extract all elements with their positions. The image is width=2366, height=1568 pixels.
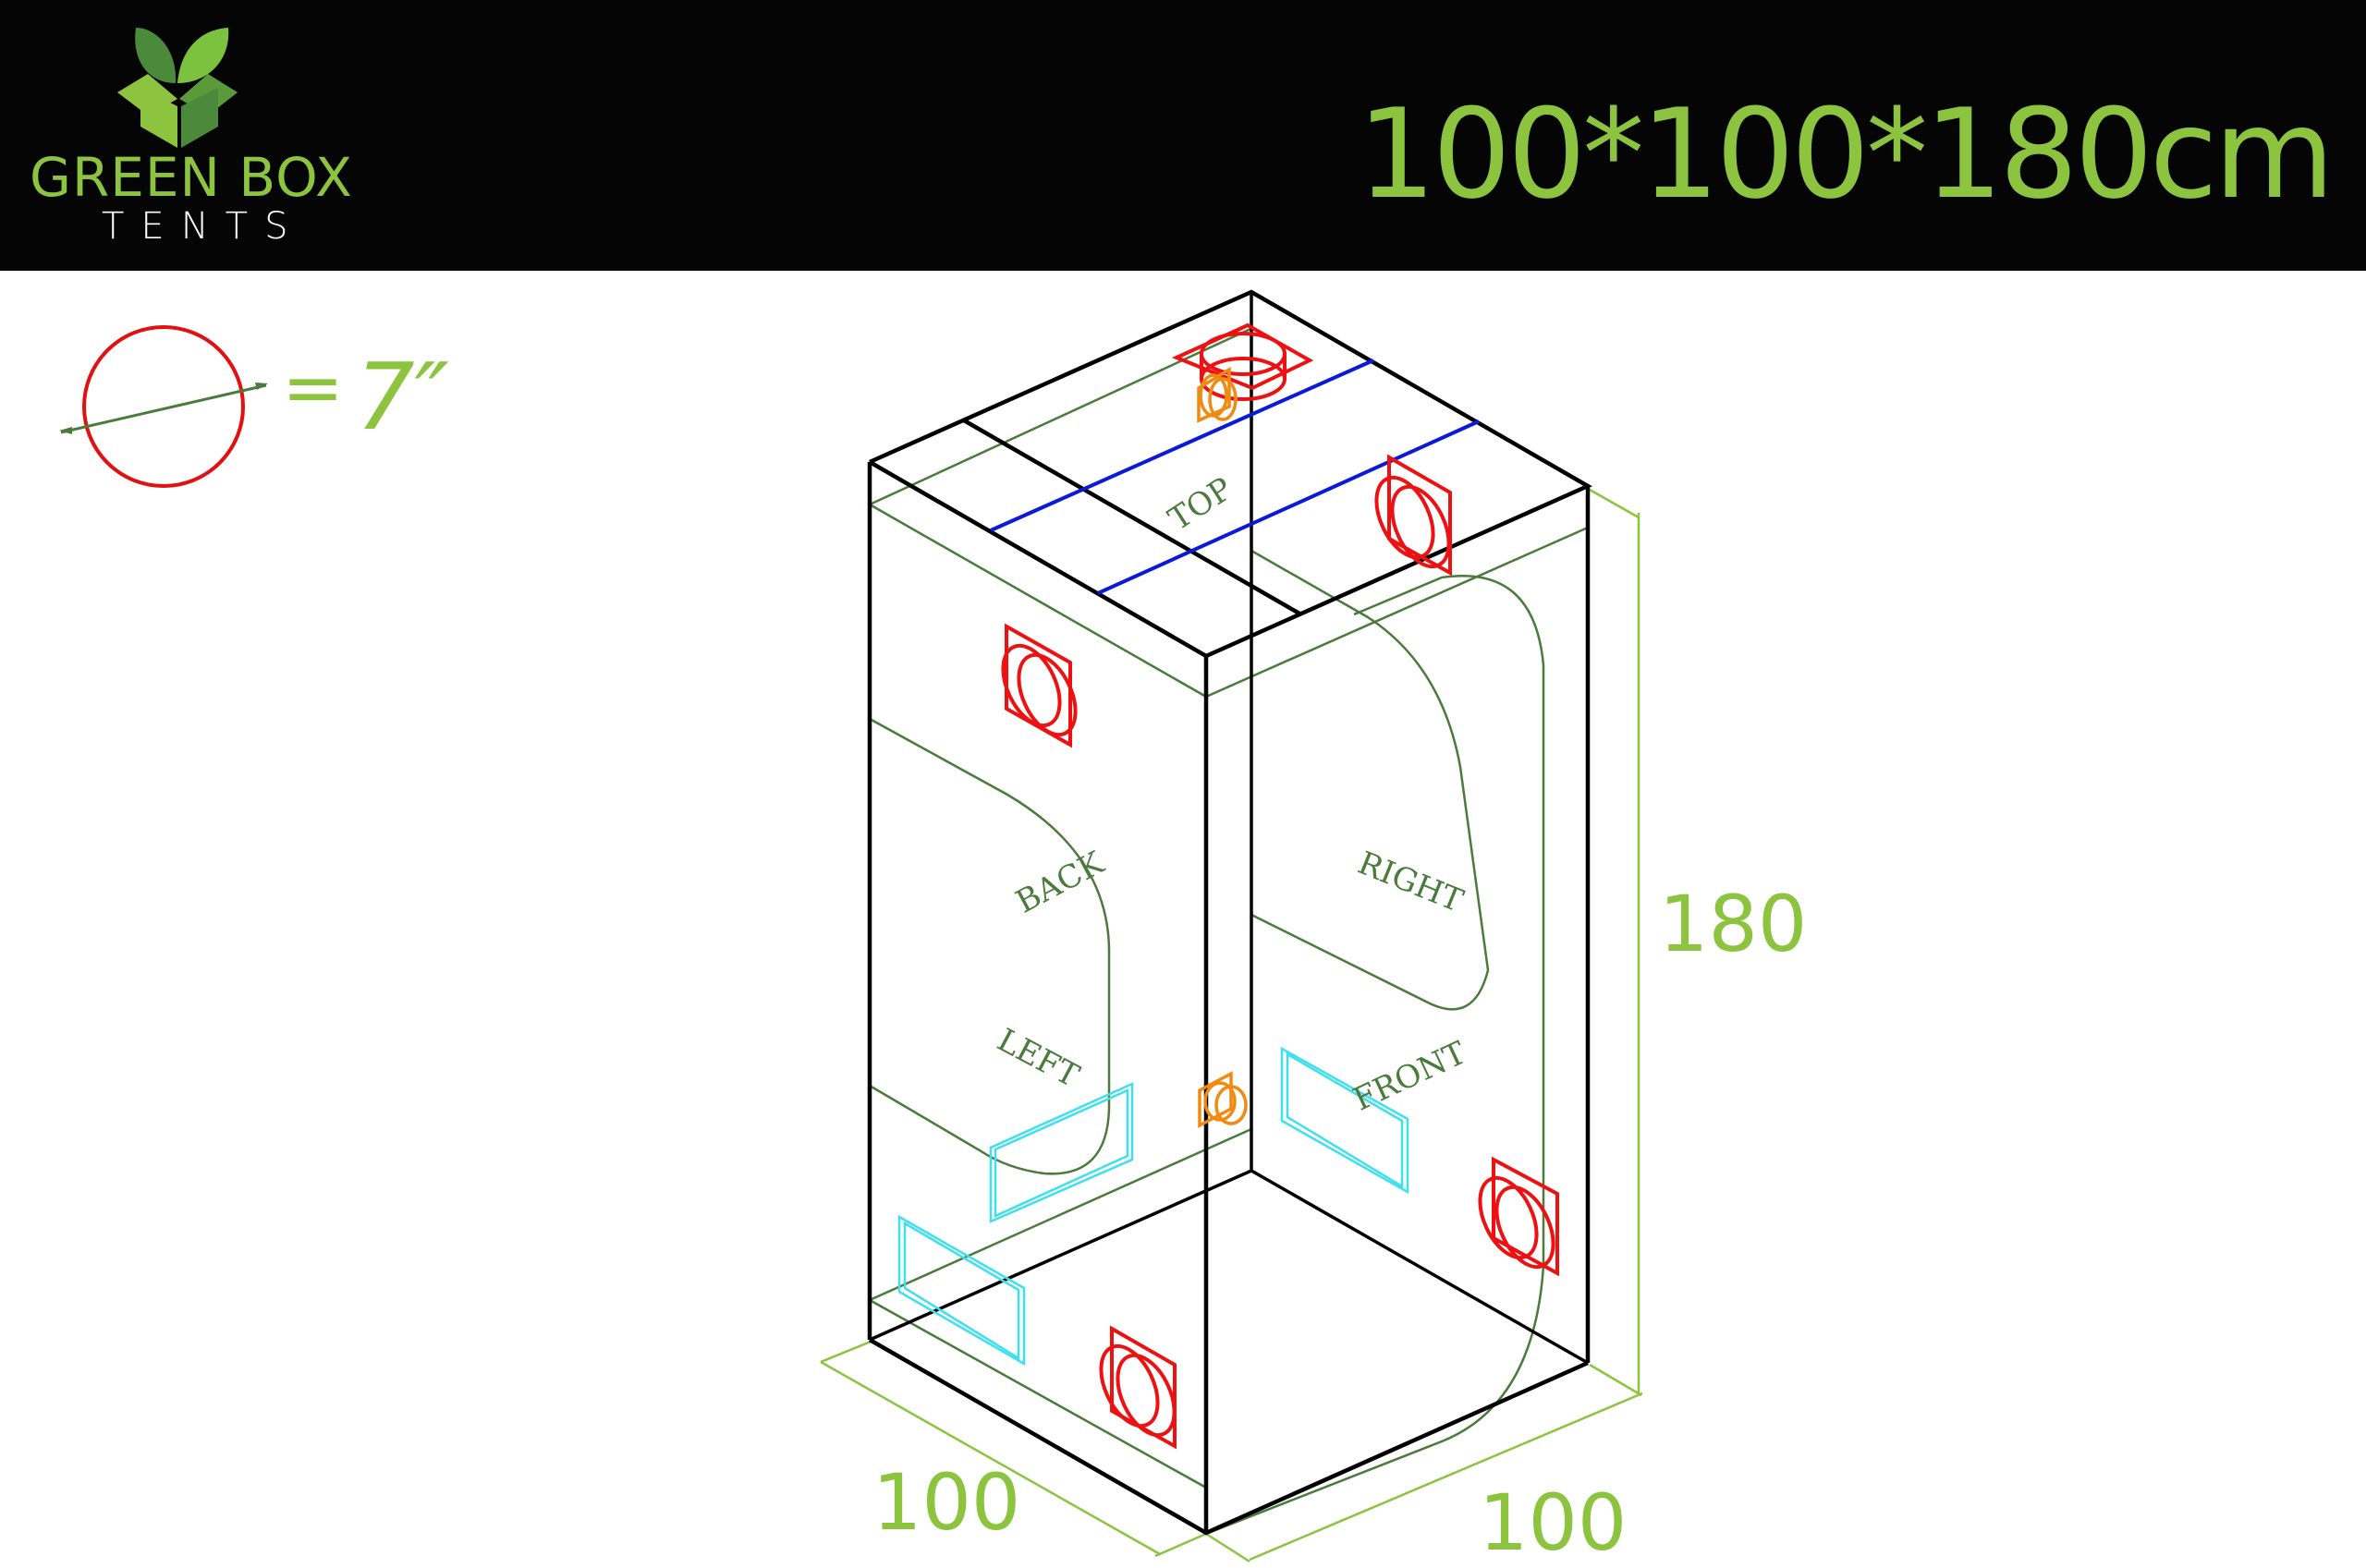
legend-value: 7″: [356, 343, 449, 451]
left-upper-duct-port: [1001, 623, 1078, 748]
width-dimension: 100: [1479, 1477, 1628, 1568]
back-cable-port: [1198, 1071, 1248, 1128]
legend-equals: =: [282, 345, 345, 431]
brand-subtitle: TENTS: [102, 205, 305, 248]
header-bar: GREEN BOX TENTS 100*100*180cm: [0, 0, 2366, 271]
vent-windows: [897, 1046, 1409, 1367]
height-dimension: 180: [1659, 879, 1808, 969]
label-left: LEFT: [991, 1022, 1085, 1095]
right-lower-duct-port: [1478, 1156, 1559, 1277]
right-upper-duct-port: [1374, 454, 1452, 577]
label-front: FRONT: [1348, 1034, 1472, 1118]
label-back: BACK: [1010, 845, 1110, 921]
dimension-lines: [820, 488, 1643, 1563]
legend-port-circle-icon: [59, 325, 268, 488]
label-right: RIGHT: [1353, 845, 1469, 920]
duct-port-icons: [1001, 322, 1559, 1450]
tent-dimensions-title: 100*100*180cm: [1357, 82, 2335, 226]
door-seam-lines: [869, 327, 1589, 1536]
label-top: TOP: [1162, 470, 1238, 539]
leaf-box-logo-icon: [117, 28, 238, 148]
top-support-bars: [990, 359, 1480, 595]
brand-name: GREEN BOX: [30, 146, 353, 209]
left-lower-duct-port: [1099, 1325, 1177, 1450]
cable-port-icons: [1197, 366, 1248, 1128]
top-duct-port: [1171, 322, 1314, 401]
brand-logo: GREEN BOX TENTS: [0, 0, 370, 271]
depth-dimension: 100: [872, 1457, 1021, 1548]
top-cable-port: [1197, 366, 1238, 423]
